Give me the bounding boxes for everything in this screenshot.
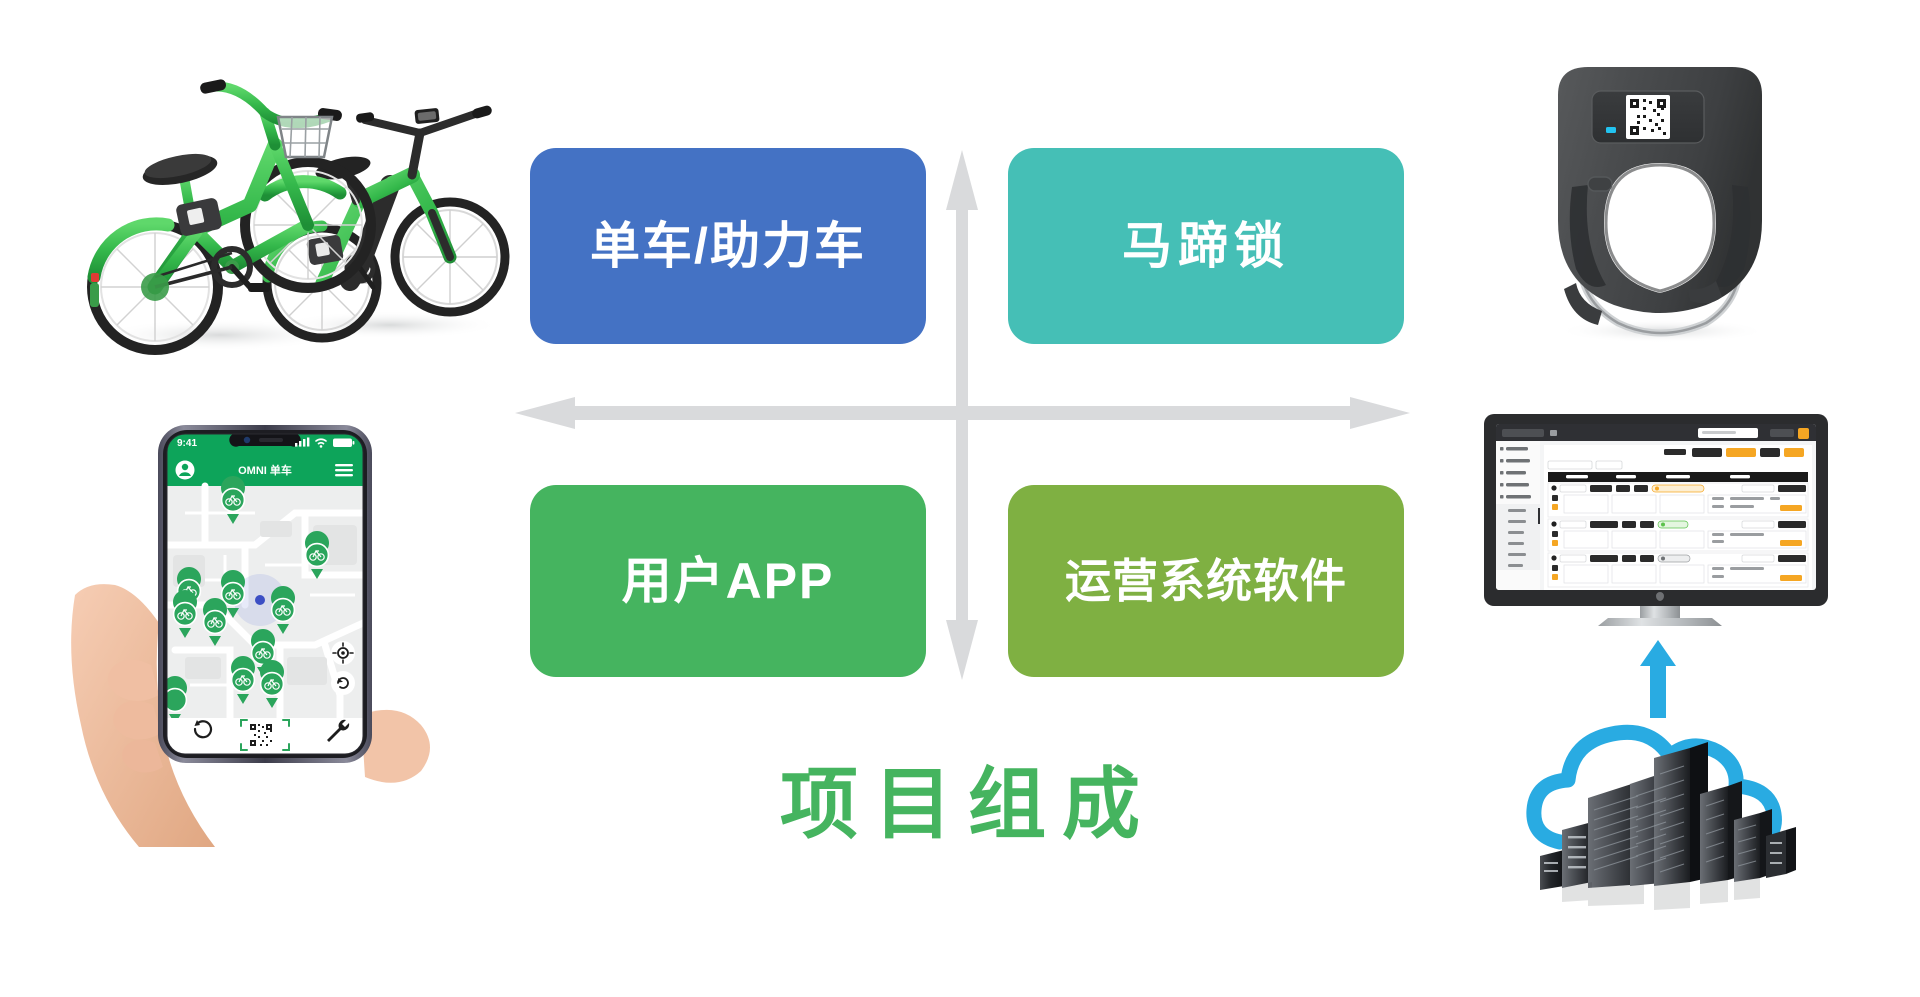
card-user-app[interactable]: 用户APP xyxy=(530,485,926,677)
cloud-servers-illustration xyxy=(1526,640,1796,910)
lock-opening xyxy=(1604,163,1716,293)
page-title: 项目组成 xyxy=(779,760,1156,848)
horizontal-double-arrow xyxy=(515,397,1410,429)
bicycle-pin xyxy=(250,629,276,677)
server-racks xyxy=(1540,742,1796,890)
user-app-phone-mockup: 9:41 xyxy=(55,395,475,855)
bicycle-pin xyxy=(202,598,228,646)
bicycles-illustration xyxy=(87,79,510,355)
hand xyxy=(71,584,430,847)
history-button xyxy=(193,720,213,739)
battery-icon xyxy=(333,438,355,447)
bicycle-pin-group xyxy=(167,476,330,724)
cloud-server-racks-graphic xyxy=(1520,630,1820,920)
city-bike xyxy=(87,79,376,355)
vertical-double-arrow xyxy=(946,150,978,680)
bicycle-pin xyxy=(220,476,246,524)
card-user-app-label: 用户APP xyxy=(621,553,835,609)
phone-app-title: OMNI 单车 xyxy=(238,463,292,477)
bicycle-pin xyxy=(167,676,188,724)
operations-dashboard-monitor xyxy=(1480,412,1840,632)
card-operations-software[interactable]: 运营系统软件 xyxy=(1008,485,1404,677)
refresh-map-button xyxy=(331,671,355,695)
bicycle-pin xyxy=(304,531,330,579)
bicycle-pin xyxy=(172,590,198,638)
hamburger-menu-icon xyxy=(335,464,353,477)
smart-lock-illustration xyxy=(1557,67,1767,343)
bicycle-pin xyxy=(259,660,285,708)
dashboard-table-row xyxy=(1547,552,1809,588)
dashboard-submenu xyxy=(1496,504,1540,570)
card-lock[interactable]: 马蹄锁 xyxy=(1008,148,1404,344)
bicycle-pin xyxy=(220,570,246,618)
qr-code-pattern xyxy=(249,723,273,747)
monitor-brand-logo xyxy=(1655,592,1665,601)
horseshoe-smart-lock-photo xyxy=(1510,35,1810,345)
bicycle-pin xyxy=(230,656,256,704)
upload-arrow xyxy=(1640,640,1676,718)
scan-qr-button xyxy=(240,719,290,751)
bicycle-pin xyxy=(270,586,296,634)
dashboard-tabs xyxy=(1547,460,1623,470)
front-basket xyxy=(276,115,334,159)
phone-status-time: 9:41 xyxy=(177,438,197,449)
locate-me-button xyxy=(331,641,355,665)
monitor-illustration xyxy=(1484,414,1828,626)
dashboard-toolbar xyxy=(1664,448,1804,457)
dashboard-user-badge xyxy=(1798,428,1809,439)
dashboard-table-row xyxy=(1547,518,1809,552)
bicycle-pin xyxy=(243,636,267,660)
dashboard-screen xyxy=(1496,424,1816,590)
qr-pattern xyxy=(1630,99,1666,135)
rear-reflector xyxy=(91,273,99,282)
report-issue-button xyxy=(327,719,350,742)
lock-release-tab xyxy=(1587,176,1613,192)
card-lock-label: 马蹄锁 xyxy=(1122,218,1290,274)
card-operations-software-label: 运营系统软件 xyxy=(1065,555,1347,607)
wifi-dot xyxy=(319,445,323,448)
card-bike-label: 单车/助力车 xyxy=(590,218,866,274)
user-location-dot xyxy=(255,595,265,605)
card-bike[interactable]: 单车/助力车 xyxy=(530,148,926,344)
signal-bars-icon xyxy=(295,437,310,447)
dashboard-table-row xyxy=(1547,482,1809,518)
lock-led-indicator xyxy=(1606,127,1616,133)
phone-illustration: 9:41 xyxy=(71,425,430,847)
wifi-icon xyxy=(315,438,327,445)
shared-bicycle-and-e-bike-photo xyxy=(60,25,520,365)
